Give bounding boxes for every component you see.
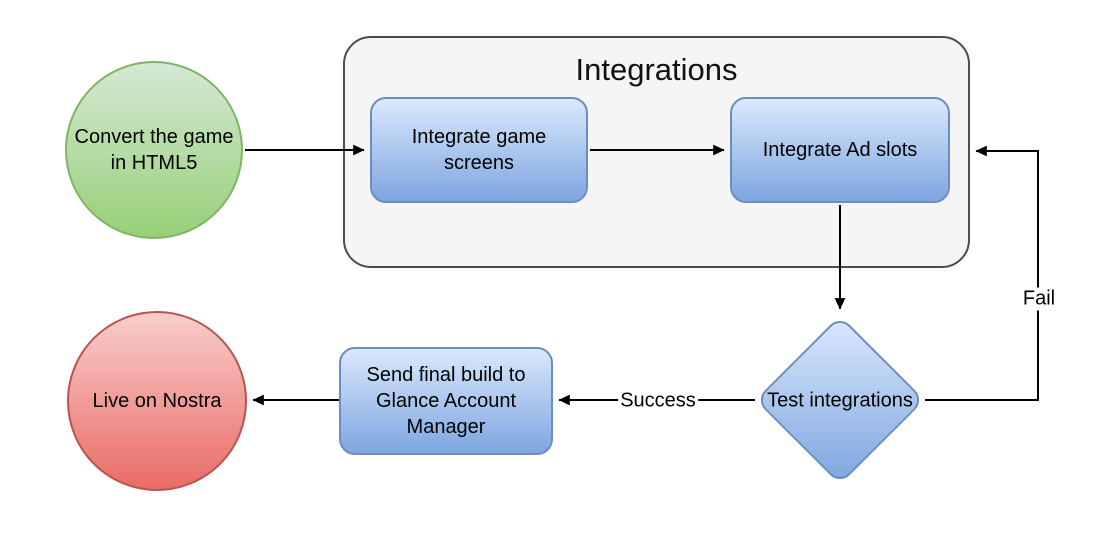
node-integrate-ad-slots: Integrate Ad slots [730, 97, 950, 203]
arrow-test-to-adslots-fail [925, 145, 1039, 401]
node-send-build-label: Send final build to Glance Account Manag… [366, 364, 526, 438]
node-test-integrations-label: Test integrations [767, 389, 913, 412]
node-send-build: Send final build to Glance Account Manag… [339, 347, 553, 455]
node-live-nostra-label: Live on Nostra [92, 390, 222, 412]
node-convert-game: Convert the game in HTML5 [65, 61, 243, 239]
edge-label-success: Success [618, 389, 698, 413]
node-live-nostra: Live on Nostra [67, 311, 247, 491]
node-integrate-screens: Integrate game screens [370, 97, 588, 203]
edge-label-fail: Fail [1020, 287, 1058, 311]
group-title: Integrations [575, 52, 738, 87]
node-integrate-ad-slots-label: Integrate Ad slots [762, 139, 918, 161]
node-convert-game-label: Convert the game in HTML5 [74, 126, 234, 174]
node-integrate-screens-label: Integrate game screens [411, 126, 547, 174]
